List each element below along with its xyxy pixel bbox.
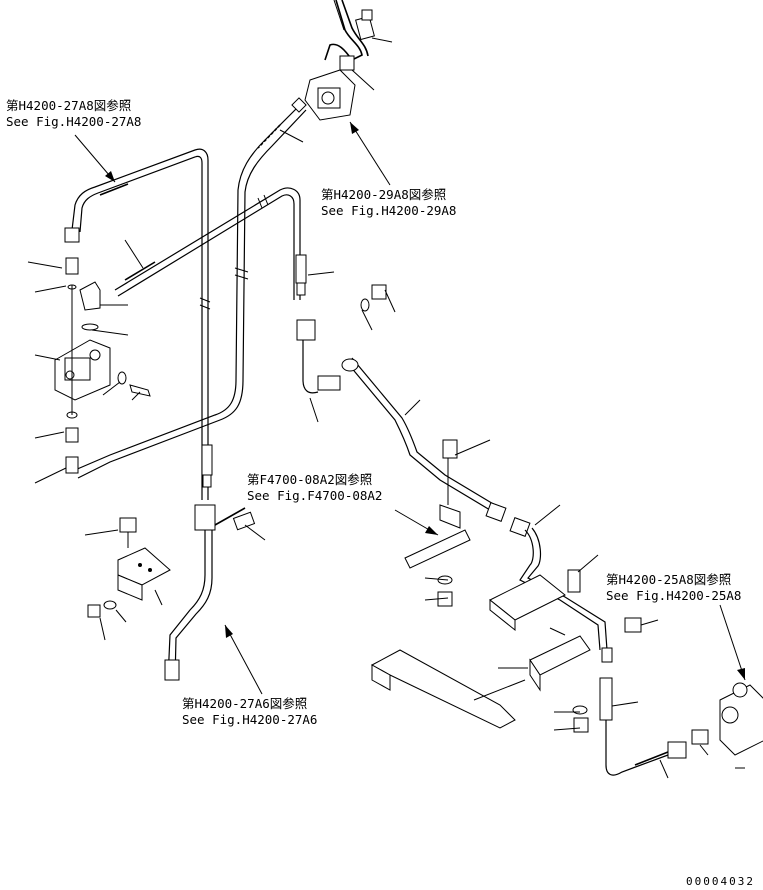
reference-label-en: See Fig.H4200-25A8	[606, 588, 742, 603]
right-lower-valve	[634, 682, 763, 766]
top-valve-assembly	[304, 0, 393, 121]
reference-label-jp: 第H4200-27A6図参照	[182, 696, 308, 711]
left-bracket	[87, 517, 171, 618]
reference-label-en: See Fig.F4700-08A2	[247, 488, 383, 503]
reference-label-en: See Fig.H4200-27A6	[182, 712, 318, 727]
reference-label-jp: 第H4200-27A8図参照	[6, 98, 132, 113]
reference-label: 第H4200-29A8図参照 See Fig.H4200-29A8	[321, 187, 456, 219]
reference-label: 第F4700-08A2図参照 See Fig.F4700-08A2	[247, 472, 382, 504]
center-bracket	[404, 458, 471, 607]
reference-arrows	[74, 121, 746, 695]
reference-label: 第H4200-25A8図参照 See Fig.H4200-25A8	[606, 572, 741, 604]
lower-left-pipe	[164, 504, 256, 681]
reference-label-en: See Fig.H4200-27A8	[6, 114, 142, 129]
middle-long-pipe	[114, 187, 307, 300]
right-middle-pipe	[296, 284, 613, 663]
leader-lines	[27, 129, 745, 779]
right-bracket-stack	[370, 569, 669, 776]
left-upper-pipe	[64, 148, 213, 500]
reference-label: 第H4200-27A8図参照 See Fig.H4200-27A8	[6, 98, 141, 130]
reference-label-jp: 第H4200-29A8図参照	[321, 187, 447, 202]
left-valve-block	[54, 257, 151, 474]
reference-label: 第H4200-27A6図参照 See Fig.H4200-27A6	[182, 696, 317, 728]
drawing-code: 00004032	[686, 875, 755, 888]
reference-label-jp: 第F4700-08A2図参照	[247, 472, 373, 487]
reference-label-jp: 第H4200-25A8図参照	[606, 572, 732, 587]
reference-label-en: See Fig.H4200-29A8	[321, 203, 457, 218]
upper-hose	[74, 97, 307, 479]
